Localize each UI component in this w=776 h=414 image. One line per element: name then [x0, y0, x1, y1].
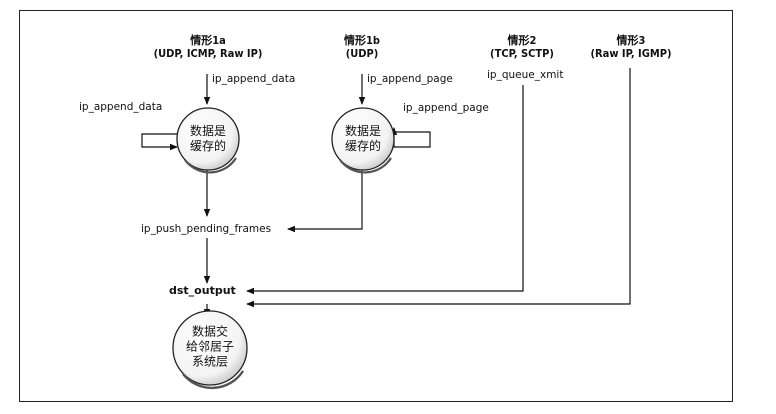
arrow-case1b-loop — [390, 127, 431, 148]
buffer-node-1a-line2: 缓存的 — [189, 139, 227, 153]
case1b-title: 情形1b — [344, 34, 380, 47]
buffer-node-1b: 数据是 缓存的 — [345, 124, 381, 154]
case2-subtitle: (TCP, SCTP) — [490, 47, 554, 60]
diagram-border — [19, 10, 733, 402]
case1a-subtitle: (UDP, ICMP, Raw IP) — [153, 47, 263, 60]
arrow-case1a-loop — [141, 133, 178, 151]
case1a-loop-label: ip_append_data — [79, 101, 163, 113]
case1b-loop-label: ip_append_page — [403, 102, 489, 114]
case3-header: 情形3 (Raw IP, IGMP) — [591, 35, 672, 59]
buffer-node-1a-shape — [176, 107, 240, 171]
case1a-entry-label: ip_append_data — [212, 73, 296, 85]
arrow-case3-to-dst — [246, 68, 631, 308]
dst-output-label: dst_output — [169, 284, 236, 297]
buffer-node-1b-shape — [331, 107, 395, 171]
arrow-buffer1b-to-push — [287, 170, 363, 233]
case1b-header: 情形1b (UDP) — [344, 35, 380, 59]
neighbor-node-line2: 给邻居子 — [185, 339, 235, 354]
case3-title: 情形3 — [616, 34, 646, 47]
case2-header: 情形2 (TCP, SCTP) — [490, 35, 554, 59]
push-pending-label: ip_push_pending_frames — [141, 223, 272, 235]
case1b-subtitle: (UDP) — [345, 47, 379, 60]
neighbor-node-line1: 数据交 — [191, 324, 229, 339]
case1a-header: 情形1a (UDP, ICMP, Raw IP) — [154, 35, 263, 59]
neighbor-node-line3: 系统层 — [191, 354, 229, 369]
case1a-title: 情形1a — [190, 34, 226, 47]
neighbor-node-shape — [172, 310, 248, 386]
arrow-case2-to-dst — [246, 85, 524, 295]
case1b-entry-label: ip_append_page — [367, 73, 453, 85]
buffer-node-1a-line1: 数据是 — [189, 124, 227, 138]
buffer-node-1b-line1: 数据是 — [344, 124, 382, 138]
buffer-node-1a: 数据是 缓存的 — [190, 124, 226, 154]
case2-entry-label: ip_queue_xmit — [487, 69, 564, 81]
neighbor-node: 数据交 给邻居子 系统层 — [186, 325, 234, 370]
case3-subtitle: (Raw IP, IGMP) — [590, 47, 672, 60]
buffer-node-1b-line2: 缓存的 — [344, 139, 382, 153]
case2-title: 情形2 — [507, 34, 537, 47]
